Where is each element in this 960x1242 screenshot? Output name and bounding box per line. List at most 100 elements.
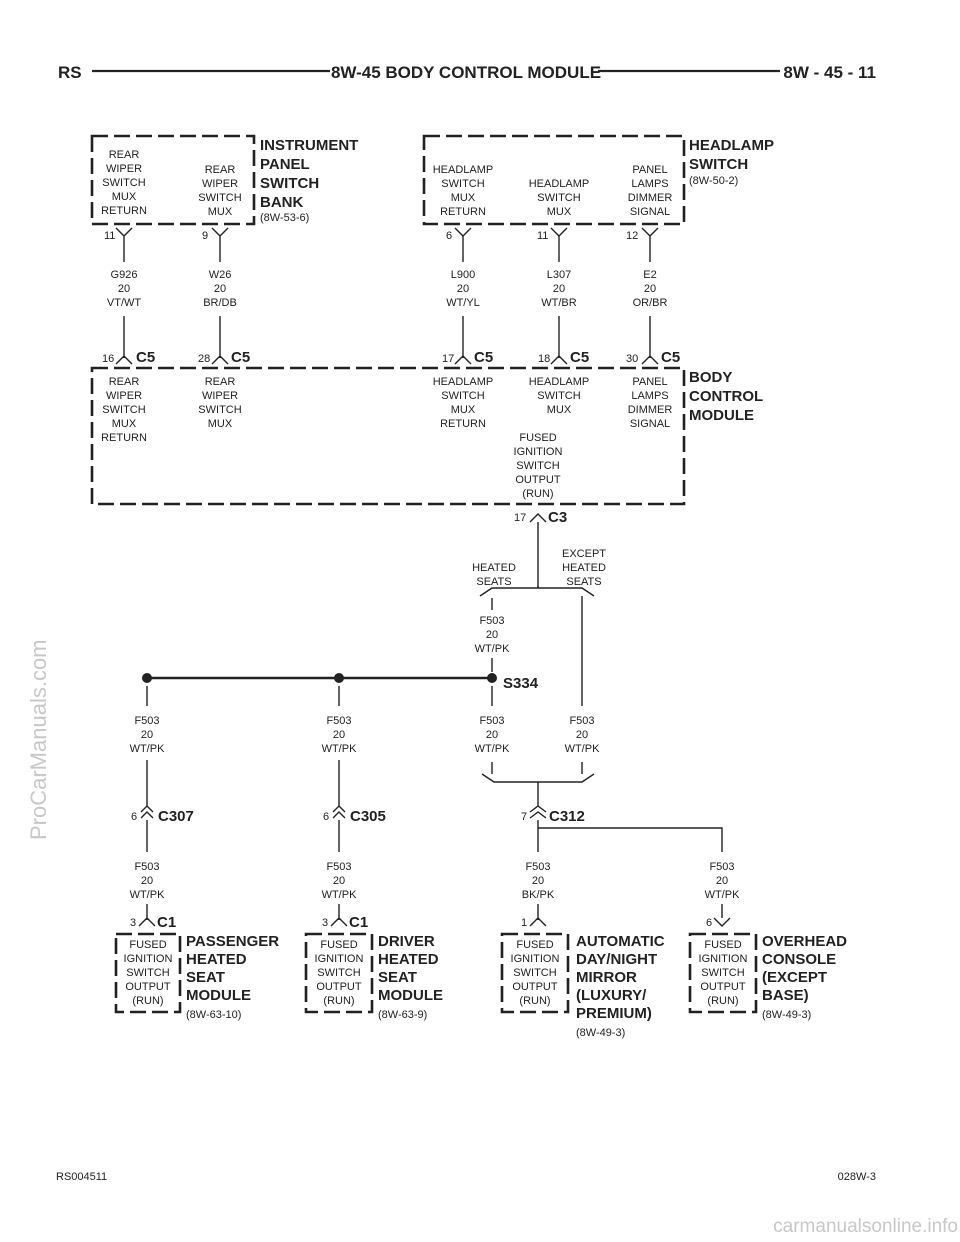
bcm-c3-func-line-2: SWITCH xyxy=(516,460,559,472)
auto-mirror-ref: (8W-49-3) xyxy=(576,1027,625,1039)
wire-w26-upper xyxy=(211,227,229,262)
hs-pin6-number: 6 xyxy=(446,230,452,242)
wire-l307-label-line-2: WT/BR xyxy=(541,297,576,309)
header-left: RS xyxy=(58,63,82,82)
bcm-pin-4-connector: C5 xyxy=(661,349,680,366)
passenger-seat-module-ref: (8W-63-10) xyxy=(186,1009,241,1021)
ip-pin11-func-line-0: REAR xyxy=(109,149,140,161)
bcm-c3-func-line-4: (RUN) xyxy=(522,488,553,500)
passenger-seat-module-title-line-2: SEAT xyxy=(186,969,225,986)
wire-f503-mid-3-line-1: 20 xyxy=(576,729,588,741)
driver-seat-module-func-line-4: (RUN) xyxy=(323,995,354,1007)
bcm-name-line-2: MODULE xyxy=(689,407,754,424)
wire-l307-label-line-1: 20 xyxy=(553,283,565,295)
wire-l900-label-line-2: WT/YL xyxy=(446,297,480,309)
bcm-pin-4-func-line-3: SIGNAL xyxy=(630,418,670,430)
passenger-seat-module-func-line-0: FUSED xyxy=(129,939,166,951)
option-except-heated-seats-line-2: SEATS xyxy=(566,576,601,588)
auto-mirror-title-line-4: PREMIUM) xyxy=(576,1005,652,1022)
wire-mirror-pin xyxy=(529,904,547,927)
wire-f503-low-1-line-2: WT/PK xyxy=(322,889,357,901)
wire-g926-upper xyxy=(115,227,133,262)
bcm-c3-func-line-1: IGNITION xyxy=(514,446,563,458)
passenger-seat-module-title-line-1: HEATED xyxy=(186,951,247,968)
auto-mirror-func-line-4: (RUN) xyxy=(519,995,550,1007)
overhead-console-func-line-3: OUTPUT xyxy=(700,981,746,993)
overhead-console-func-line-1: IGNITION xyxy=(699,953,748,965)
wire-e2-label-line-0: E2 xyxy=(643,269,656,281)
option-except-heated-seats-line-0: EXCEPT xyxy=(562,548,606,560)
driver-seat-module-box xyxy=(304,932,374,1014)
option-split-bar xyxy=(479,587,595,597)
ip-switch-bank-name-line-2: SWITCH xyxy=(260,175,319,192)
wires xyxy=(115,227,731,927)
bcm-pin-2-func-line-1: SWITCH xyxy=(441,390,484,402)
wire-g926-label-line-0: G926 xyxy=(111,269,138,281)
ip-switch-bank-name-line-1: PANEL xyxy=(260,156,310,173)
wire-to-c307 xyxy=(140,760,154,819)
splice-dot-mid xyxy=(334,673,344,683)
hs-pin11-func-line-0: HEADLAMP xyxy=(529,178,590,190)
overhead-console-ref: (8W-49-3) xyxy=(762,1009,811,1021)
bcm-pin-0-func-line-2: SWITCH xyxy=(102,404,145,416)
wire-l900-upper xyxy=(454,227,472,262)
bcm-pin-1-func-line-0: REAR xyxy=(205,376,236,388)
ip-pin9-func-line-0: REAR xyxy=(205,164,236,176)
bcm-c3-func-line-3: OUTPUT xyxy=(515,474,561,486)
overhead-console-title-line-1: CONSOLE xyxy=(762,951,836,968)
bcm-pin-1-func-line-3: MUX xyxy=(208,418,233,430)
bcm-pin-3-func-line-2: MUX xyxy=(547,404,572,416)
component-boxes xyxy=(90,134,758,1014)
wire-f503-mid-0-line-1: 20 xyxy=(141,729,153,741)
ip-pin9-number: 9 xyxy=(202,230,208,242)
wire-f503-low-0-line-2: WT/PK xyxy=(130,889,165,901)
hs-pin11-func-line-2: MUX xyxy=(547,206,572,218)
wire-f503-low-0-line-1: 20 xyxy=(141,875,153,887)
bcm-pin-3-func-line-1: SWITCH xyxy=(537,390,580,402)
wire-f503-mid-3-line-0: F503 xyxy=(569,715,594,727)
passenger-seat-module-connector: C1 xyxy=(157,914,176,931)
bcm-pin-0-number: 16 xyxy=(102,353,114,365)
wire-f503-mid-2-line-2: WT/PK xyxy=(475,743,510,755)
wire-e2-upper xyxy=(641,227,659,262)
driver-seat-module-func-line-2: SWITCH xyxy=(317,967,360,979)
auto-mirror-title-line-0: AUTOMATIC xyxy=(576,933,665,950)
splice-dot-right xyxy=(487,673,497,683)
ip-switch-bank-name-line-0: INSTRUMENT xyxy=(260,137,358,154)
ip-pin11-number: 11 xyxy=(104,230,115,242)
wire-f503-mid-1-line-1: 20 xyxy=(333,729,345,741)
auto-mirror-func-line-1: IGNITION xyxy=(511,953,560,965)
hs-pin6-func-line-0: HEADLAMP xyxy=(433,164,494,176)
bcm-c3-connector: C3 xyxy=(548,509,567,526)
bcm-c3-func-line-0: FUSED xyxy=(519,432,556,444)
splice-dots xyxy=(142,673,497,683)
bcm-c3-pin-number: 17 xyxy=(514,512,526,524)
wire-g926-lower xyxy=(115,316,133,365)
hs-pin11-func-line-1: SWITCH xyxy=(537,192,580,204)
page-header: RS 8W-45 BODY CONTROL MODULE 8W - 45 - 1… xyxy=(58,63,876,82)
hs-pin11-number: 11 xyxy=(537,230,548,242)
option-heated-seats-line-0: HEATED xyxy=(472,562,516,574)
bcm-pin-2-func-line-0: HEADLAMP xyxy=(433,376,494,388)
driver-seat-module-pin: 3 xyxy=(322,917,328,929)
ip-pin11-func-line-2: SWITCH xyxy=(102,177,145,189)
driver-seat-module-title-line-1: HEATED xyxy=(378,951,439,968)
wire-passenger-module-pin xyxy=(138,904,156,927)
wire-to-c312 xyxy=(529,782,547,819)
wire-f503-low-2-line-2: BK/PK xyxy=(522,889,555,901)
bcm-pin-1-connector: C5 xyxy=(231,349,250,366)
wire-f503-mid-1-line-2: WT/PK xyxy=(322,743,357,755)
wire-l307-upper xyxy=(550,227,568,262)
bcm-pin-3-func-line-0: HEADLAMP xyxy=(529,376,590,388)
ip-pin9-func-line-2: SWITCH xyxy=(198,192,241,204)
merge-bar xyxy=(481,773,595,783)
overhead-console-title-line-2: (EXCEPT xyxy=(762,969,827,986)
bcm-pin-0-func-line-1: WIPER xyxy=(106,390,142,402)
wire-g926-label-line-2: VT/WT xyxy=(107,297,141,309)
ip-switch-bank-ref: (8W-53-6) xyxy=(260,212,309,224)
wire-f503-mid-2-line-1: 20 xyxy=(486,729,498,741)
hs-pin6-func-line-1: SWITCH xyxy=(441,178,484,190)
c305-pin: 6 xyxy=(323,811,329,823)
wire-to-c305 xyxy=(332,760,346,819)
